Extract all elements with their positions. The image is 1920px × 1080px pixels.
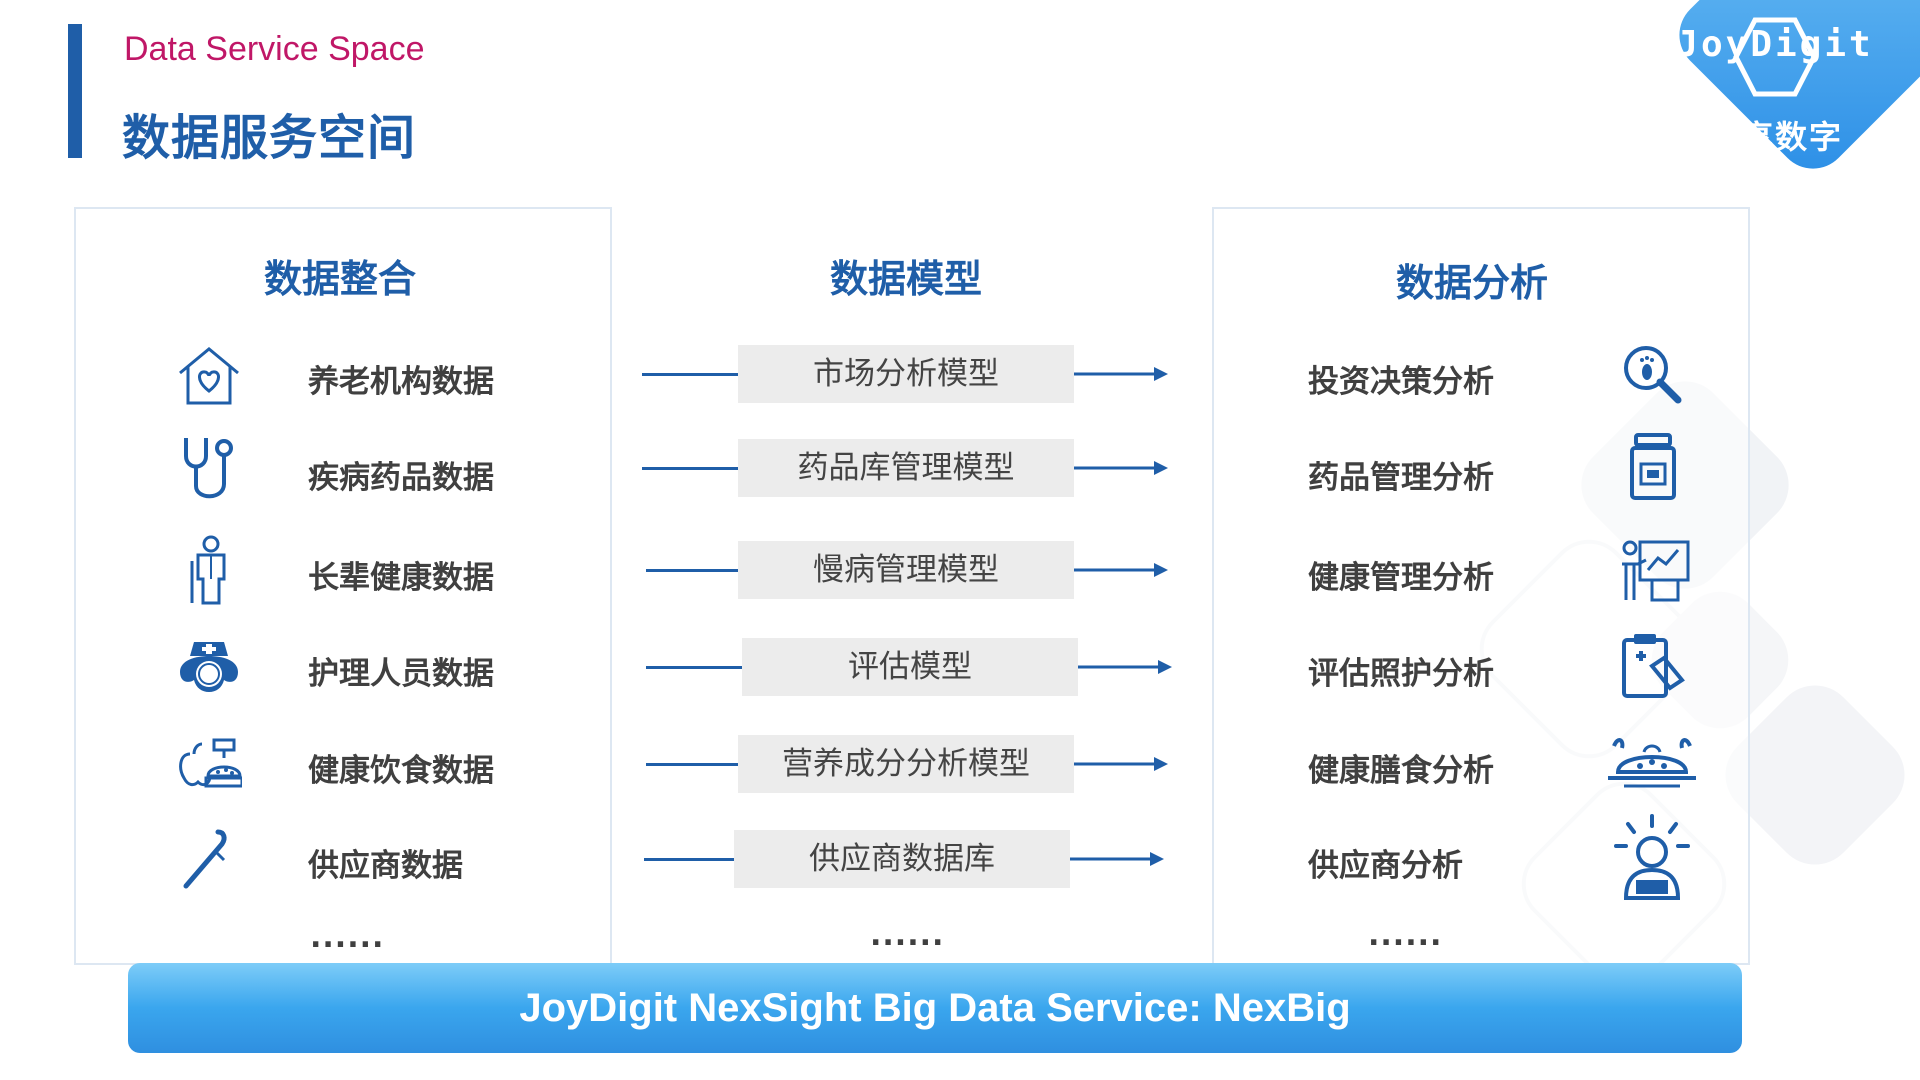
connector-line [644, 858, 734, 861]
logo-english: JoyDigit [1676, 24, 1874, 65]
model-box: 评估模型 [742, 638, 1078, 696]
right-item-label: 供应商分析 [1308, 848, 1463, 884]
page-subtitle: Data Service Space [124, 30, 425, 68]
model-box: 营养成分分析模型 [738, 735, 1074, 793]
arrow-right-icon [1078, 660, 1172, 674]
food-scale-icon [179, 738, 242, 788]
arrow-right-icon [1074, 563, 1168, 577]
data-integration-panel [74, 207, 612, 965]
ellipsis-middle: ...... [870, 918, 945, 953]
left-item-label: 健康饮食数据 [308, 753, 494, 789]
presentation-icon [1622, 540, 1690, 602]
ellipsis-right: ...... [1368, 918, 1443, 953]
left-item-label: 养老机构数据 [308, 364, 494, 400]
connector-line [642, 467, 738, 470]
right-item-label: 健康管理分析 [1308, 560, 1494, 596]
dish-icon [1608, 738, 1696, 788]
footprint-search-icon [1624, 346, 1682, 404]
crowbar-icon [183, 829, 227, 889]
model-box: 市场分析模型 [738, 345, 1074, 403]
stethoscope-icon [184, 438, 233, 499]
right-item-label: 投资决策分析 [1308, 364, 1494, 400]
ellipsis-left: ...... [310, 920, 385, 955]
arrow-right-icon [1074, 367, 1168, 381]
logo-hexagon-icon [1733, 17, 1817, 97]
page-title: 数据服务空间 [122, 110, 417, 166]
left-item-label: 长辈健康数据 [308, 560, 494, 596]
right-item-label: 药品管理分析 [1308, 460, 1494, 496]
arrow-right-icon [1070, 852, 1164, 866]
title-accent-bar [68, 24, 82, 158]
supplier-person-icon [1614, 814, 1690, 900]
home-heart-icon [179, 347, 239, 405]
right-item-label: 健康膳食分析 [1308, 753, 1494, 789]
left-item-label: 护理人员数据 [308, 656, 494, 692]
left-item-label: 疾病药品数据 [308, 460, 494, 496]
connector-line [646, 569, 738, 572]
clipboard-medical-icon [1622, 634, 1685, 698]
left-item-label: 供应商数据 [308, 848, 463, 884]
model-box: 药品库管理模型 [738, 439, 1074, 497]
right-item-label: 评估照护分析 [1308, 656, 1494, 692]
connector-line [646, 666, 742, 669]
connector-line [642, 373, 738, 376]
elderly-person-icon [190, 535, 226, 605]
model-box: 慢病管理模型 [738, 541, 1074, 599]
model-box: 供应商数据库 [734, 830, 1070, 888]
logo-chinese: 悦享数字 [1706, 118, 1843, 156]
column-header-analysis: 数据分析 [1395, 261, 1548, 305]
column-header-models: 数据模型 [829, 257, 982, 301]
joydigit-logo: JoyDigit 悦享数字 [1630, 0, 1920, 230]
nurse-icon [180, 642, 238, 692]
medicine-bottle-icon [1630, 433, 1676, 500]
arrow-right-icon [1074, 757, 1168, 771]
column-header-integration: 数据整合 [263, 257, 416, 301]
arrow-right-icon [1074, 461, 1168, 475]
connector-line [646, 763, 738, 766]
footer-banner: JoyDigit NexSight Big Data Service: NexB… [128, 963, 1742, 1053]
